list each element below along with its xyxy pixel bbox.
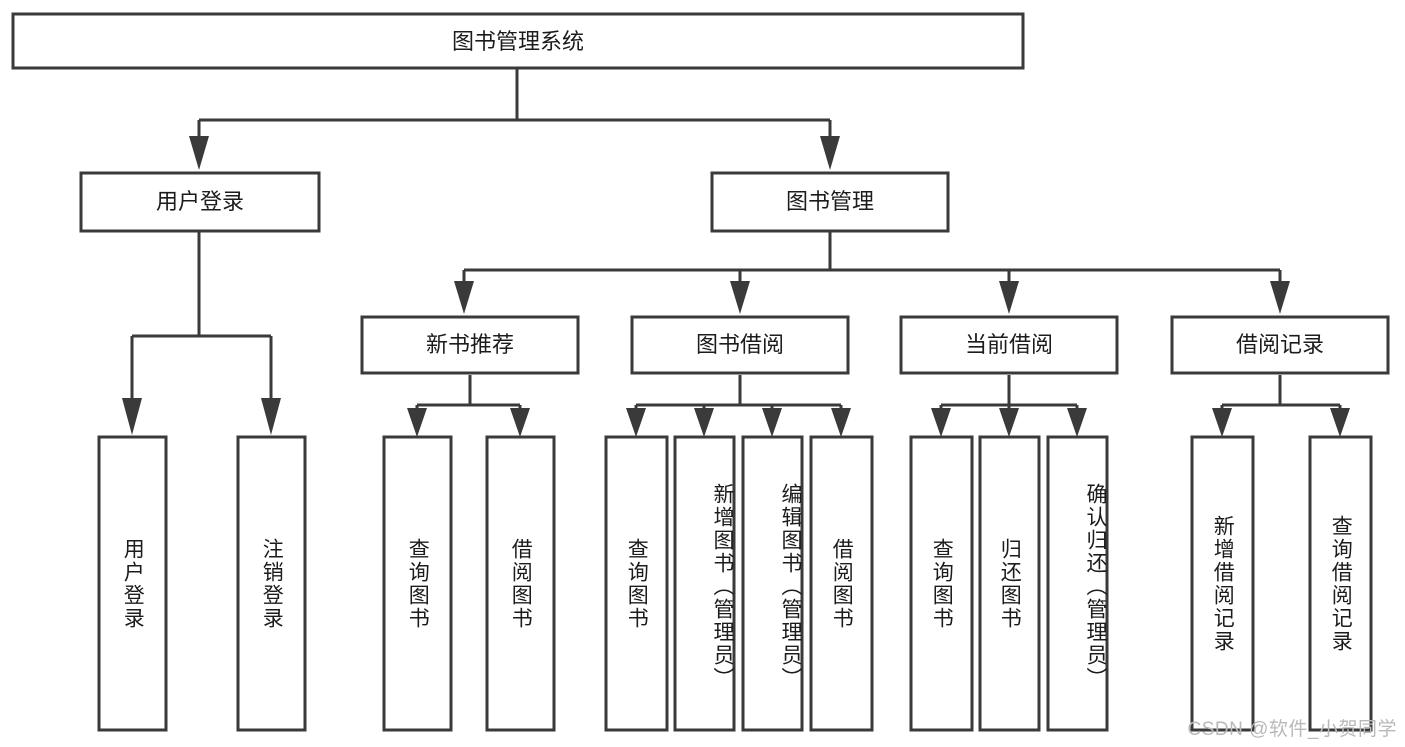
node-box-leaf-confirm-return[interactable] <box>1046 435 1109 732</box>
node-label-book-manage: 图书管理 <box>786 189 874 214</box>
watermark-text: CSDN @软件_小贺同学 <box>1187 719 1397 740</box>
node-box-leaf-return-book[interactable] <box>978 435 1041 732</box>
arrow-head-book-manage <box>820 136 840 170</box>
node-box-root[interactable] <box>11 12 1025 70</box>
arrow-head-borrow-record <box>1270 281 1290 314</box>
connector-group-user-login <box>122 232 281 435</box>
node-box-leaf-add-record[interactable] <box>1190 435 1255 732</box>
node-box-book-manage[interactable] <box>710 171 950 233</box>
connector-group-borrow-record <box>1212 375 1350 437</box>
arrow-head-user-login <box>189 136 209 170</box>
node-box-leaf-query-book-1[interactable] <box>382 435 453 732</box>
arrow-head-leaf-edit-book <box>762 408 782 437</box>
node-box-leaf-query-record[interactable] <box>1308 435 1373 732</box>
node-box-new-book-recommend[interactable] <box>360 315 580 375</box>
node-box-borrow-record[interactable] <box>1170 315 1390 375</box>
node-box-leaf-borrow-book-2[interactable] <box>809 435 874 732</box>
arrow-head-leaf-query-book-3 <box>931 408 951 437</box>
connector-group-new-book-recommend <box>407 375 530 437</box>
arrow-head-leaf-query-record <box>1330 408 1350 437</box>
node-box-leaf-query-book-2[interactable] <box>604 435 669 732</box>
node-box-current-borrow[interactable] <box>899 315 1119 375</box>
connector-group-root <box>189 68 840 170</box>
node-label-book-borrow: 图书借阅 <box>696 332 784 357</box>
arrow-head-leaf-query-book-1 <box>407 408 427 437</box>
node-label-user-login: 用户登录 <box>156 189 244 214</box>
arrow-head-leaf-return-book <box>999 408 1019 437</box>
arrow-head-leaf-user-login <box>122 398 142 435</box>
node-label-current-borrow: 当前借阅 <box>965 332 1053 357</box>
connector-group-current-borrow <box>931 375 1087 437</box>
arrow-head-leaf-confirm-return <box>1067 408 1087 437</box>
arrow-head-leaf-logout <box>261 398 281 435</box>
connector-group-book-manage <box>454 232 1290 314</box>
node-box-leaf-borrow-book-1[interactable] <box>485 435 556 732</box>
arrow-head-book-borrow <box>730 281 750 314</box>
arrow-head-leaf-add-record <box>1212 408 1232 437</box>
arrow-head-new-book-recommend <box>454 281 474 314</box>
node-label-borrow-record: 借阅记录 <box>1236 332 1324 357</box>
node-box-leaf-logout[interactable] <box>236 435 307 732</box>
arrow-head-leaf-add-book <box>694 408 714 437</box>
arrow-head-leaf-borrow-book-2 <box>831 408 851 437</box>
node-box-leaf-add-book[interactable] <box>673 435 736 732</box>
connector-group-book-borrow <box>626 375 851 437</box>
node-label-root: 图书管理系统 <box>452 29 584 54</box>
node-box-leaf-query-book-3[interactable] <box>909 435 974 732</box>
arrow-head-current-borrow <box>999 281 1019 314</box>
node-box-book-borrow[interactable] <box>630 315 850 375</box>
node-label-new-book-recommend: 新书推荐 <box>426 332 514 357</box>
node-box-leaf-edit-book[interactable] <box>741 435 804 732</box>
arrow-head-leaf-query-book-2 <box>626 408 646 437</box>
node-box-leaf-user-login[interactable] <box>97 435 168 732</box>
arrow-head-leaf-borrow-book-1 <box>510 408 530 437</box>
node-box-user-login[interactable] <box>79 171 321 233</box>
